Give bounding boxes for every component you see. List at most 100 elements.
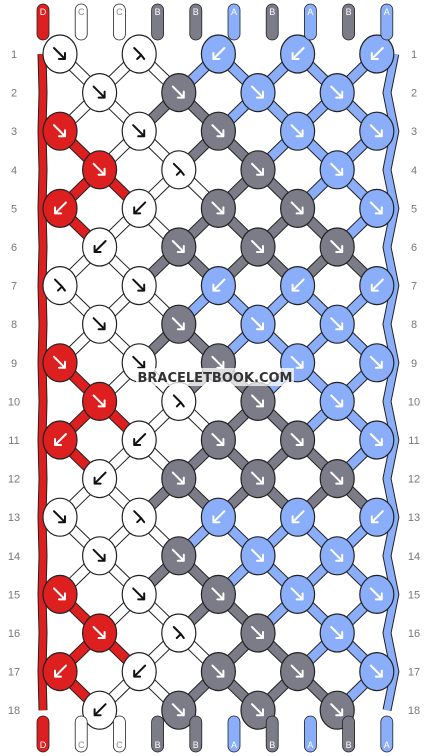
strand-label: B [269,7,275,17]
knot-arrow-icon [171,703,185,717]
strand-top-2: C [113,3,126,41]
knot [200,651,236,692]
knot-arrow-icon [330,394,344,408]
knot [280,574,316,615]
knot [121,34,157,74]
knot-arrow-icon [330,317,344,331]
row-number-left: 11 [8,435,19,447]
knot [121,497,157,537]
row-number-right: 15 [408,589,420,601]
row-number-left: 6 [11,242,17,254]
knot-arrow-icon [171,85,185,99]
row-number-right: 8 [411,319,417,331]
row-number-right: 12 [408,474,420,486]
knot [359,651,395,692]
strand-label: A [384,740,390,750]
knot [240,381,276,421]
knot-layer [42,34,395,730]
strand-label: A [231,7,237,17]
row-number-left: 3 [11,126,17,138]
strand-label: A [231,740,237,750]
knot-arrow-icon [251,394,264,408]
knot-arrow-icon [251,85,264,99]
knot [42,497,78,537]
strand-label: C [116,7,123,17]
knot [42,34,78,74]
row-number-left: 10 [8,396,20,408]
strand-label: A [307,740,313,750]
knot-arrow-icon [92,626,106,639]
knot-arrow-icon [53,587,66,601]
knot-arrow-icon [330,548,344,562]
knot [81,690,118,730]
knot [200,111,236,151]
knot [161,381,197,421]
knot [200,420,236,460]
knot-arrow-icon [251,471,264,485]
knot-arrow-icon [251,548,264,562]
left-edge-strand [38,53,47,711]
knot-arrow-icon [251,703,264,717]
strand-label: B [193,7,199,17]
strand-label: B [193,740,199,750]
knot-arrow-icon [54,201,67,215]
knot [359,343,395,383]
watermark: BRACELETBOOK.COM [136,368,294,386]
knot-arrow-icon [290,664,304,678]
knot [319,150,355,190]
knot [280,34,316,74]
knot [121,420,157,460]
row-number-left: 7 [11,281,17,293]
strand-bottom-0: D [36,715,50,753]
row-number-right: 7 [411,281,417,293]
knot [280,111,316,151]
knot-arrow-icon [291,510,305,524]
knot [42,574,78,615]
knot-arrow-icon [369,664,383,678]
knot [319,227,355,267]
knot [81,536,118,576]
row-number-right: 16 [408,628,420,640]
knot-arrow-icon [132,278,146,292]
knot-arrow-icon [93,471,107,485]
strand-top-8: B [342,3,356,41]
knot-arrow-icon [211,433,225,446]
knot [280,420,316,460]
knot [240,72,276,113]
knot-arrow-icon [172,394,185,408]
knot [319,613,355,653]
knot [280,497,316,537]
strand-top-3: B [151,3,165,41]
strand-bottom-8: B [342,715,356,753]
knot-arrow-icon [133,433,147,446]
knot [42,111,78,151]
knot [121,188,157,228]
strand-top-1: C [74,3,88,41]
strand-top-9: A [380,3,394,41]
row-number-left: 17 [8,667,20,679]
knot-arrow-icon [369,587,383,601]
strand-label: C [78,740,85,750]
knot-arrow-icon [93,240,107,253]
knot-arrow-icon [132,355,146,369]
knot-arrow-icon [133,201,147,215]
knot-arrow-icon [330,162,344,176]
row-number-right: 11 [408,435,419,447]
knot-arrow-icon [211,587,225,601]
knot [42,343,78,383]
knot [161,459,197,499]
strand-label: A [307,7,313,17]
row-number-left: 13 [8,512,20,524]
knot-arrow-icon [291,278,305,292]
knot-arrow-icon [369,124,383,138]
strand-label: B [155,740,161,750]
knot [81,613,118,653]
knot [319,381,355,421]
knot-arrow-icon [171,317,185,331]
strand-label: B [346,7,352,17]
knot [121,266,157,306]
row-number-right: 6 [411,242,417,254]
knot-arrow-icon [290,124,304,138]
knot [81,459,118,499]
